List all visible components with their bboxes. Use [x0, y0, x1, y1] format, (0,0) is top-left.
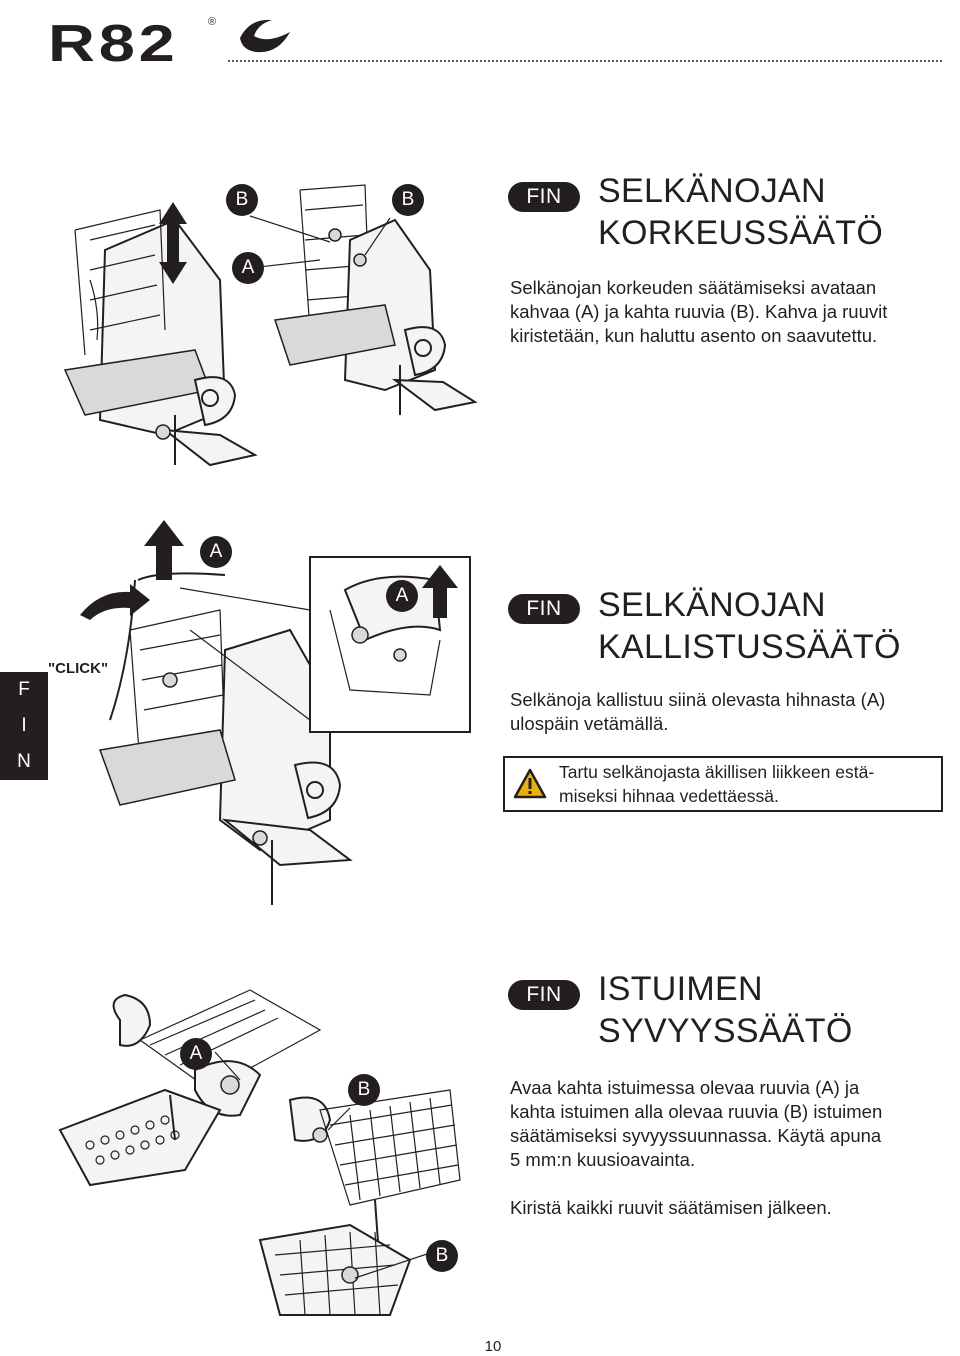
fin-language-badge-2: FIN	[508, 594, 580, 624]
warning-line: miseksi hihnaa vedettäessä.	[559, 786, 779, 806]
section-title-backrest-tilt-line2: KALLISTUSSÄÄTÖ	[598, 628, 901, 666]
warning-line: Tartu selkänojasta äkillisen liikkeen es…	[559, 762, 875, 782]
figure-seat-depth	[58, 989, 461, 1316]
body-closing-line: Kiristä kaikki ruuvit säätämisen jälkeen…	[510, 1197, 832, 1218]
fin-language-badge-3: FIN	[508, 980, 580, 1010]
callout-a: A	[180, 1038, 212, 1070]
section-title-seat-depth-line1: ISTUIMEN	[598, 970, 763, 1008]
chair-illustration-left	[63, 209, 258, 467]
fin-language-badge-1: FIN	[508, 182, 580, 212]
callout-a: A	[232, 252, 264, 284]
figure-backrest-height	[63, 184, 478, 467]
side-tab-letter-f: F	[18, 679, 30, 700]
page-number: 10	[484, 1338, 502, 1355]
body-line: Avaa kahta istuimessa olevaa ruuvia (A) …	[510, 1077, 860, 1098]
click-label: "CLICK"	[48, 660, 109, 677]
body-line: kiristetään, kun haluttu asento on saavu…	[510, 325, 878, 346]
height-double-arrow-icon	[159, 202, 187, 284]
section-title-seat-depth-line2: SYVYYSSÄÄTÖ	[598, 1012, 853, 1050]
callout-b-bottom: B	[426, 1240, 458, 1272]
body-line: kahta istuimen alla olevaa ruuvia (B) is…	[510, 1101, 883, 1122]
body-line: Selkänoja kallistuu siinä olevasta hihna…	[510, 689, 886, 710]
section-title-backrest-height-line2: KORKEUSSÄÄTÖ	[598, 214, 884, 252]
body-line: ulospäin vetämällä.	[510, 713, 669, 734]
callout-b-top: B	[348, 1074, 380, 1106]
warning-triangle-icon	[513, 768, 547, 799]
seat-frame-illustration-bottom	[258, 1089, 461, 1316]
callout-b-right: B	[392, 184, 424, 216]
brand-logo: R82 ®	[48, 10, 298, 73]
pull-up-arrow-icon	[144, 520, 184, 580]
chair-illustration-tilt	[98, 572, 353, 905]
brand-swirl-icon	[240, 19, 290, 53]
body-line: Selkänojan korkeuden säätämiseksi avataa…	[510, 277, 877, 298]
callout-a-main: A	[200, 536, 232, 568]
body-line: kahvaa (A) ja kahta ruuvia (B). Kahva ja…	[510, 301, 888, 322]
side-tab-letter-i: I	[21, 715, 27, 736]
seat-frame-illustration-top	[58, 989, 322, 1187]
brand-name: R82	[48, 15, 179, 73]
language-side-tab: F I N	[0, 672, 48, 780]
side-tab-letter-n: N	[17, 751, 31, 772]
header-dotted-rule	[228, 60, 942, 62]
section-title-backrest-tilt-line1: SELKÄNOJAN	[598, 586, 826, 624]
body-line: 5 mm:n kuusioavainta.	[510, 1149, 696, 1170]
callout-a-inset: A	[386, 580, 418, 612]
callout-b-left: B	[226, 184, 258, 216]
chair-illustration-right	[274, 184, 478, 415]
warning-box: Tartu selkänojasta äkillisen liikkeen es…	[503, 756, 943, 812]
tilt-curved-arrow-icon	[80, 584, 150, 620]
figure-backrest-tilt	[80, 520, 471, 905]
section-title-backrest-height-line1: SELKÄNOJAN	[598, 172, 826, 210]
body-line: säätämiseksi syvyyssuunnassa. Käytä apun…	[510, 1125, 882, 1146]
registered-mark: ®	[208, 16, 217, 28]
